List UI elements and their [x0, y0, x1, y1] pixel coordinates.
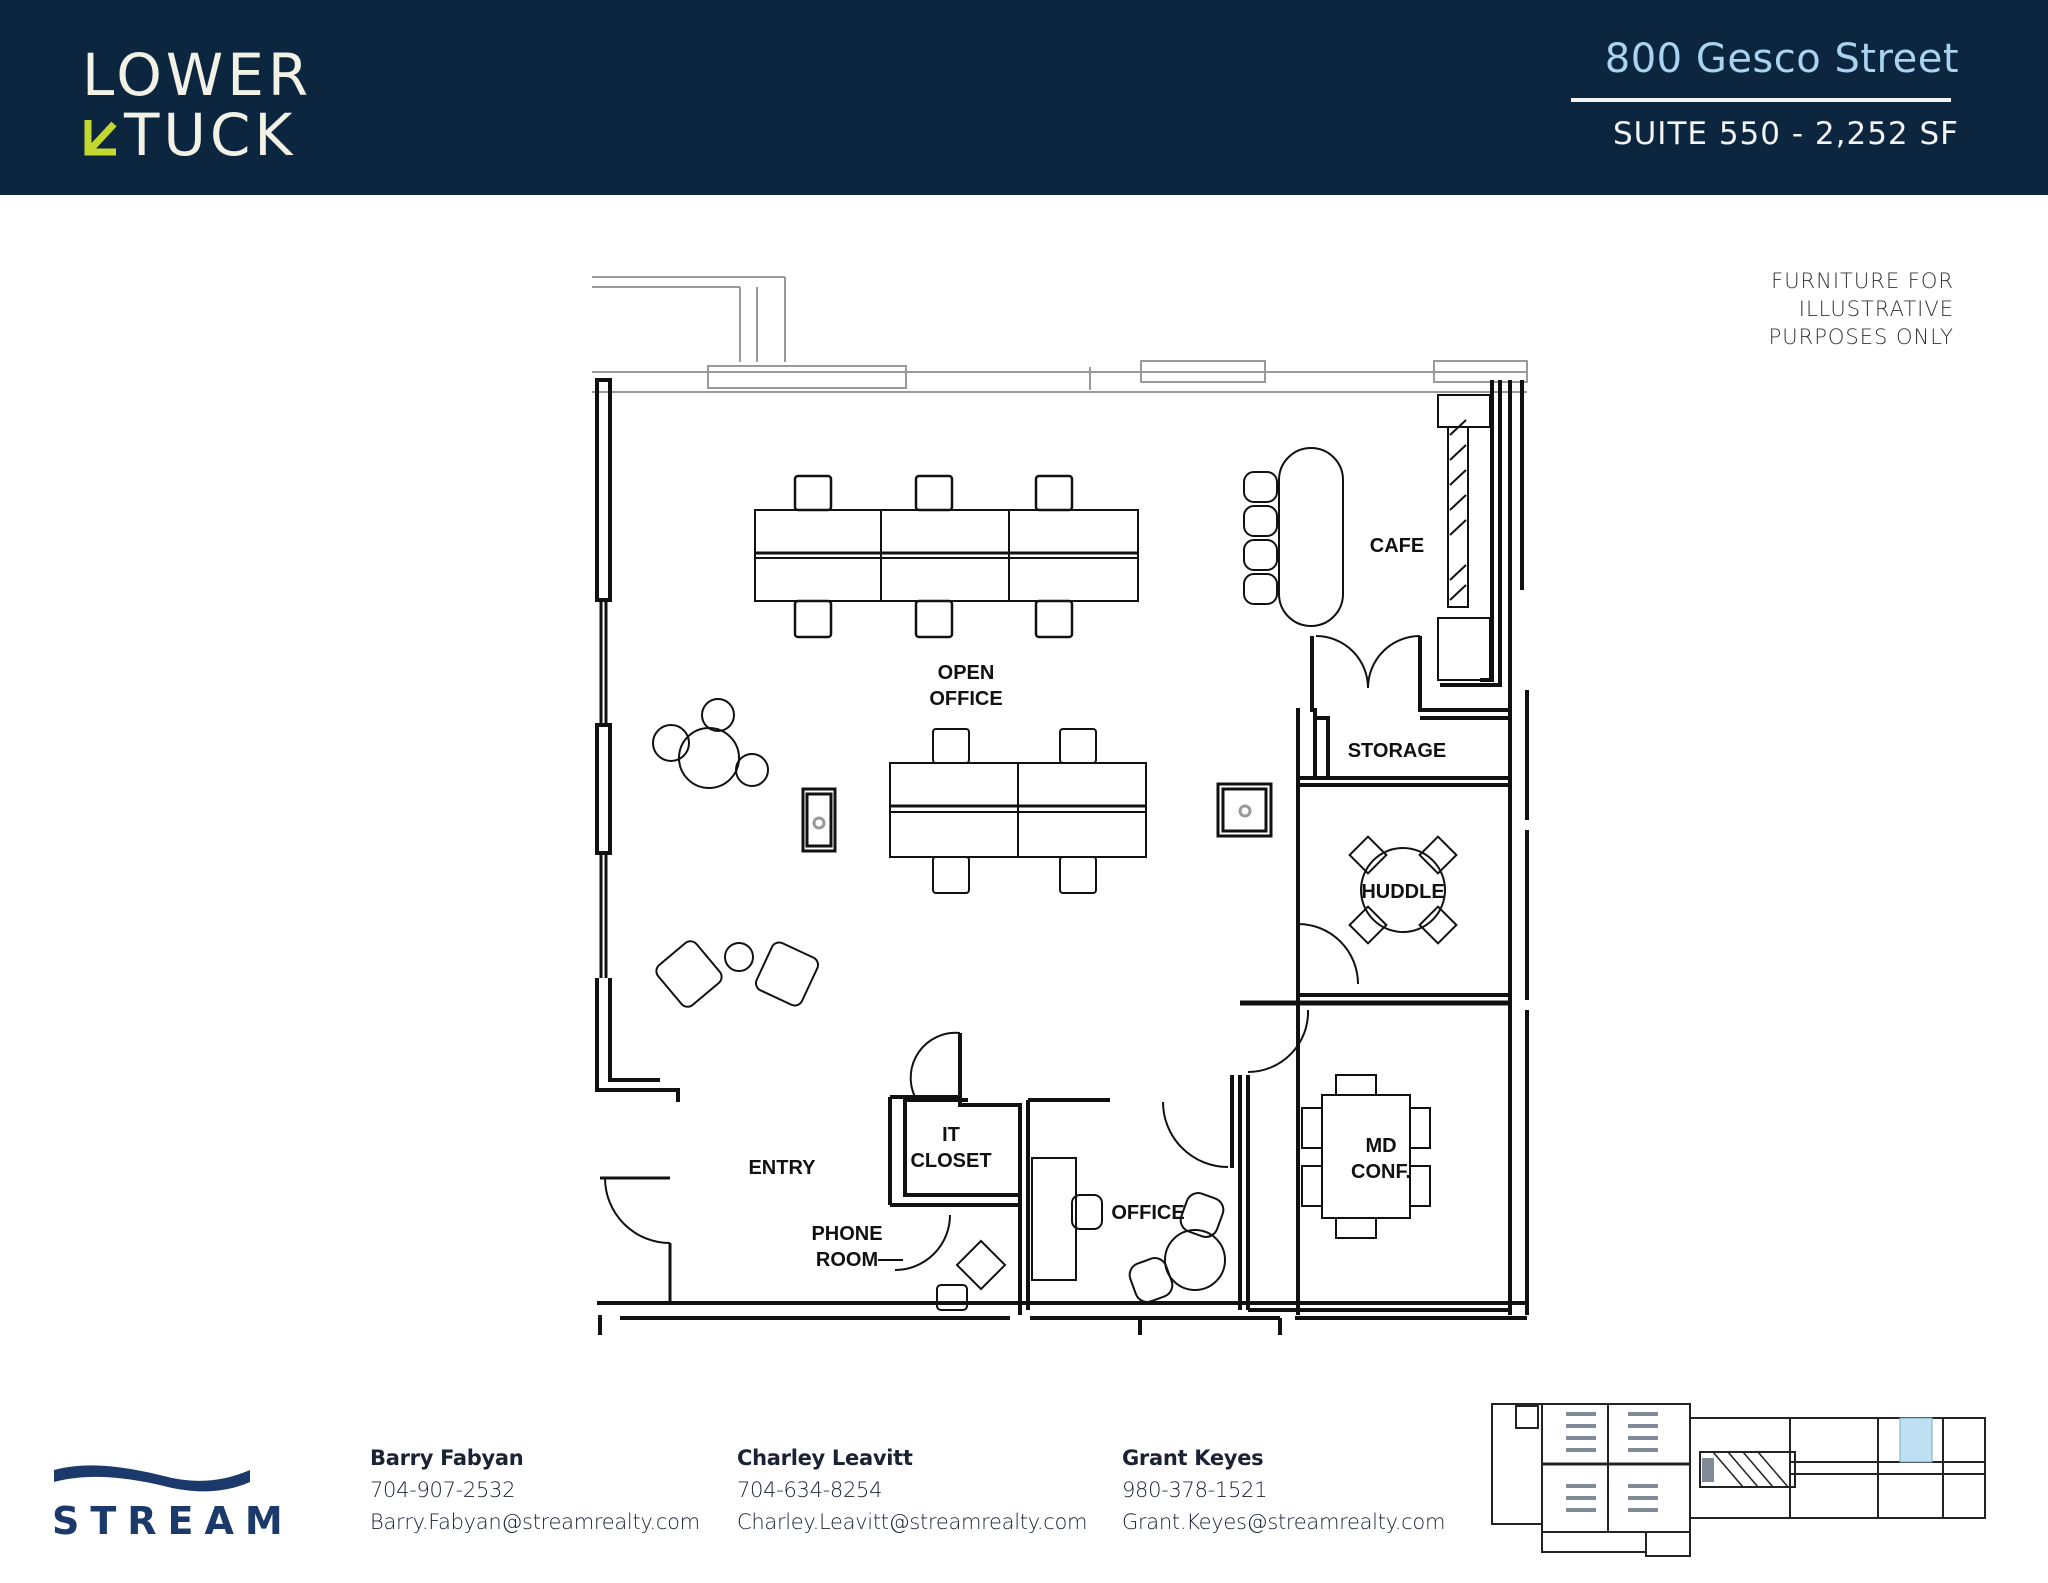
left-wall — [595, 378, 680, 1102]
disclaimer-line: PURPOSES ONLY — [1768, 325, 1954, 349]
wave-icon — [54, 1465, 250, 1492]
contact-phone[interactable]: 980-378-1521 — [1122, 1478, 1268, 1502]
cafe-counter — [1243, 447, 1344, 627]
furniture-disclaimer: FURNITURE FOR ILLUSTRATIVE PURPOSES ONLY — [1769, 267, 1954, 351]
contact-card: Barry Fabyan 704-907-2532 Barry.Fabyan@s… — [370, 1442, 700, 1538]
task-chairs — [793, 474, 1074, 639]
keyplan-furniture — [1566, 1412, 1714, 1512]
md-conf-table — [1301, 1074, 1431, 1239]
contact-phone[interactable]: 704-634-8254 — [737, 1478, 883, 1502]
contact-card: Grant Keyes 980-378-1521 Grant.Keyes@str… — [1122, 1442, 1445, 1538]
logo-line-2-wrap: TUCK — [82, 106, 312, 164]
it-closet-door-swing — [909, 1031, 961, 1098]
phone-room-chair — [936, 1239, 1007, 1311]
workstation-bench-4 — [889, 728, 1147, 894]
property-address: 800 Gesco Street — [1604, 36, 1959, 82]
entry-door-swing — [604, 1177, 671, 1244]
md-conf-door-swing — [1247, 1009, 1310, 1073]
arrow-down-left-icon — [84, 120, 117, 156]
office-furniture — [1031, 1157, 1226, 1303]
huddle-table — [1348, 835, 1458, 945]
room-label-entry: ENTRY — [748, 1157, 816, 1179]
workstation-bench-6 — [754, 509, 1139, 602]
header-divider — [1571, 98, 1951, 102]
contact-name: Grant Keyes — [1122, 1446, 1264, 1470]
md-conf-walls — [1246, 1075, 1510, 1312]
corridor-walls — [598, 1315, 1527, 1335]
lower-tuck-logo: LOWER TUCK — [82, 41, 313, 164]
room-label-storage: STORAGE — [1348, 740, 1447, 762]
interior-walls — [597, 1033, 1527, 1315]
contact-card: Charley Leavitt 704-634-8254 Charley.Lea… — [737, 1442, 1087, 1538]
cafe-millwork — [1437, 380, 1524, 690]
disclaimer-line: FURNITURE FOR — [1771, 269, 1954, 293]
logo-line-1: LOWER — [82, 41, 313, 109]
huddle-door-swing — [1297, 923, 1359, 985]
exterior-window-wall — [592, 276, 1528, 393]
property-info: 800 Gesco Street SUITE 550 - 2,252 SF — [1571, 36, 1959, 152]
stream-logo: STREAM — [52, 1458, 294, 1543]
contact-name: Barry Fabyan — [370, 1446, 524, 1470]
huddle-walls — [1240, 993, 1510, 1006]
disclaimer-line: ILLUSTRATIVE — [1798, 297, 1954, 321]
contact-email[interactable]: Barry.Fabyan@streamrealty.com — [370, 1510, 700, 1534]
room-label-huddle: HUDDLE — [1361, 881, 1444, 903]
office-door-swing — [1162, 1101, 1229, 1168]
suite-size: SUITE 550 - 2,252 SF — [1612, 116, 1959, 152]
building-key-plan — [1491, 1403, 1986, 1557]
lounge-chairs — [655, 940, 820, 1008]
contact-name: Charley Leavitt — [737, 1446, 913, 1470]
storage-walls — [1296, 636, 1512, 1315]
contact-email[interactable]: Charley.Leavitt@streamrealty.com — [737, 1510, 1088, 1534]
contact-phone[interactable]: 704-907-2532 — [370, 1478, 516, 1502]
storage-double-door — [1315, 635, 1421, 689]
room-label-cafe: CAFE — [1370, 535, 1424, 557]
room-label-office: OFFICE — [1111, 1202, 1184, 1224]
suite-550-highlight — [1899, 1417, 1933, 1463]
lounge-round-table — [652, 698, 769, 789]
logo-line-2: TUCK — [124, 101, 297, 169]
header-banner: LOWER TUCK 800 Gesco Street SUITE 550 - … — [0, 0, 2048, 195]
contact-email[interactable]: Grant.Keyes@streamrealty.com — [1122, 1510, 1446, 1534]
columns — [801, 782, 1273, 853]
stream-wordmark: STREAM — [52, 1499, 294, 1543]
phone-room-door-swing — [894, 1214, 951, 1271]
